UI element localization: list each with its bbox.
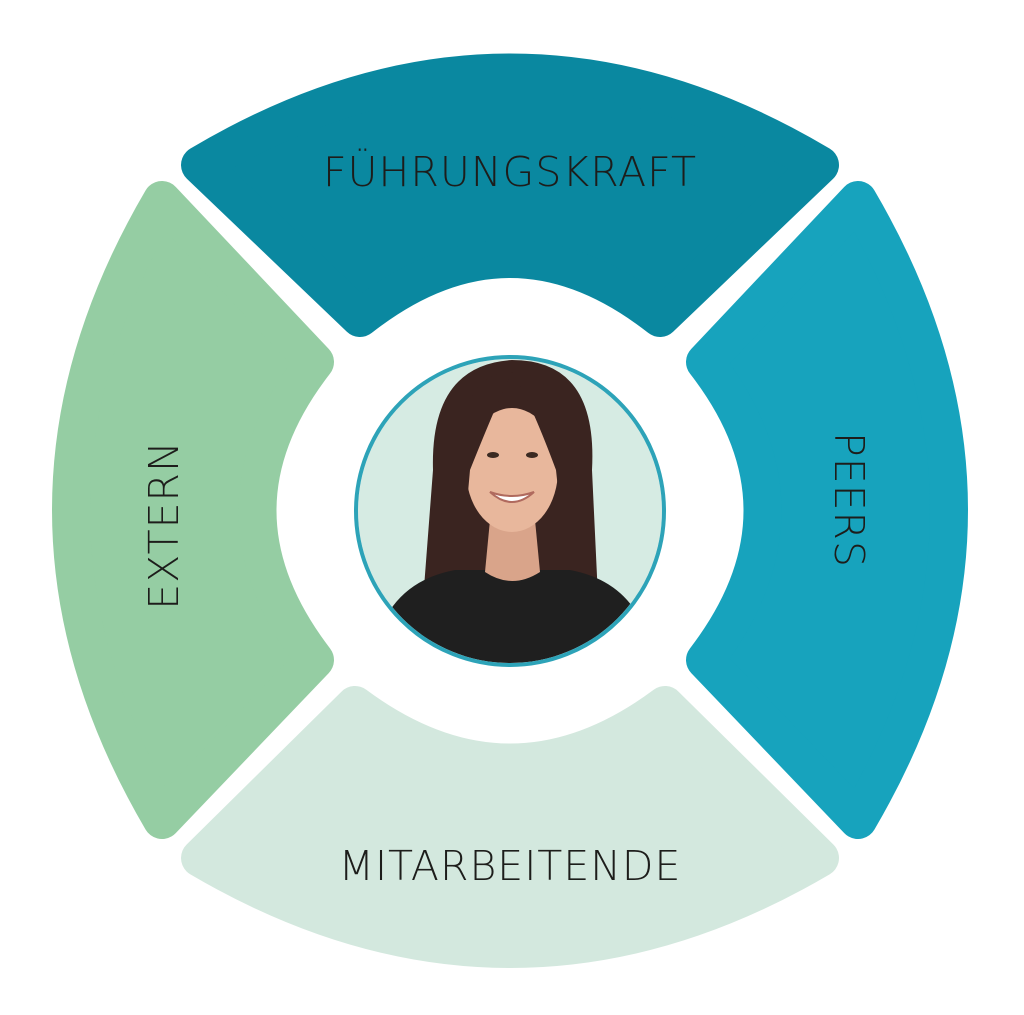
- label-mitarbeitende: MITARBEITENDE: [339, 842, 682, 890]
- segment-peers: [686, 181, 968, 839]
- label-peers: PEERS: [825, 432, 873, 568]
- segment-extern: [52, 181, 334, 839]
- segment-mitarbeitende: [181, 686, 839, 968]
- center-portrait: [354, 355, 666, 667]
- label-fuehrungskraft: FÜHRUNGSKRAFT: [323, 148, 697, 196]
- segment-fuehrungskraft: [181, 53, 839, 337]
- portrait-ring: [354, 355, 666, 667]
- label-extern: EXTERN: [140, 440, 188, 609]
